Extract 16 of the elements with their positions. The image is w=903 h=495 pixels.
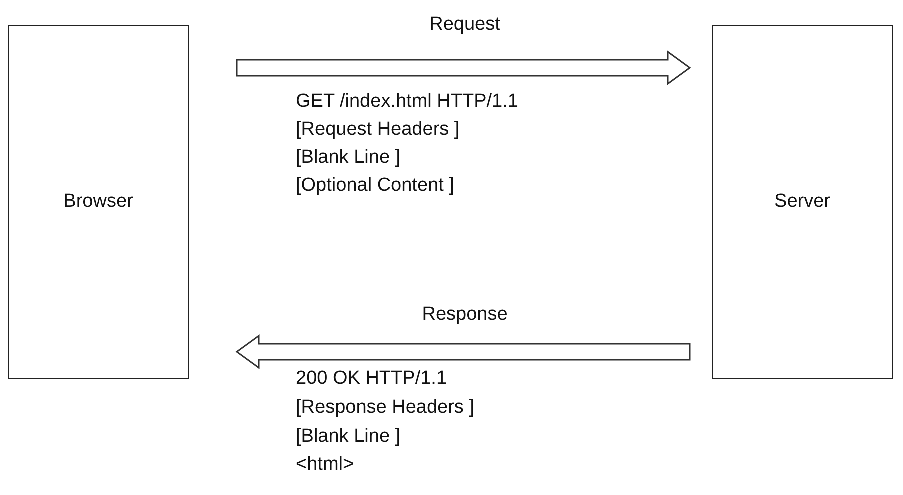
node-label: Browser: [64, 191, 134, 213]
edge-label: Request: [430, 14, 500, 36]
block-arrow: [236, 334, 691, 370]
node-label: Server: [774, 191, 830, 213]
message-line: <html>: [296, 454, 354, 476]
message-line: 200 OK HTTP/1.1: [296, 368, 448, 390]
block-arrow: [236, 50, 692, 86]
process-box: [712, 25, 893, 379]
message-line: [Optional Content ]: [296, 175, 454, 197]
message-line: [Blank Line ]: [296, 426, 401, 448]
edge-label: Response: [422, 304, 508, 326]
message-line: [Request Headers ]: [296, 119, 460, 141]
message-line: [Response Headers ]: [296, 397, 474, 419]
process-box: [8, 25, 189, 379]
message-line: GET /index.html HTTP/1.1: [296, 91, 518, 113]
message-line: [Blank Line ]: [296, 147, 401, 169]
